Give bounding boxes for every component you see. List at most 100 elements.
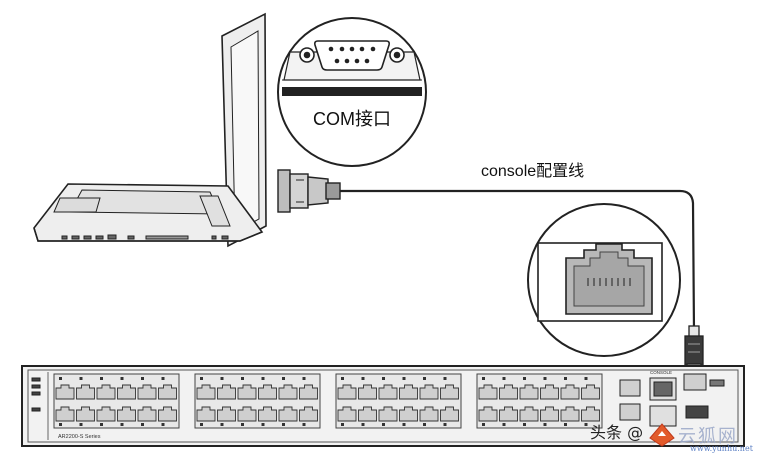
port-led: [341, 423, 344, 426]
port-led: [341, 377, 344, 380]
watermark-author: 头条 @: [590, 423, 643, 442]
port-led: [382, 423, 385, 426]
uplink-port: [619, 379, 641, 397]
switch-port-groups: [53, 373, 603, 429]
ethernet-port: [478, 384, 498, 400]
watermark-site-url: www.yunhu.net: [690, 444, 754, 453]
ethernet-port: [519, 384, 539, 400]
ethernet-port: [258, 384, 277, 400]
com-panel-edge: [282, 87, 422, 96]
ethernet-port: [117, 384, 136, 400]
ethernet-port: [237, 384, 257, 400]
ethernet-port: [478, 406, 498, 422]
port-led: [564, 423, 567, 426]
port-led: [141, 377, 144, 380]
ethernet-port: [278, 406, 298, 422]
port-led: [100, 423, 103, 426]
port-led: [161, 377, 165, 380]
port-led: [543, 377, 547, 380]
ethernet-port: [158, 384, 177, 400]
ethernet-port: [258, 406, 277, 422]
ethernet-port: [278, 384, 298, 400]
ethernet-port: [217, 384, 236, 400]
ethernet-port: [196, 406, 216, 422]
port-led: [282, 377, 285, 380]
rj45-port-icon: [537, 242, 663, 322]
ethernet-port: [499, 406, 518, 422]
ethernet-port: [299, 384, 318, 400]
ethernet-port: [399, 384, 418, 400]
ethernet-port: [55, 406, 75, 422]
com-port-icon: [299, 40, 405, 71]
ethernet-port: [158, 406, 177, 422]
port-led: [261, 377, 265, 380]
port-led: [161, 423, 165, 426]
port-led: [523, 423, 526, 426]
ethernet-port: [419, 384, 439, 400]
port-led: [423, 377, 426, 380]
port-led: [282, 423, 285, 426]
port-led: [241, 423, 244, 426]
ethernet-port: [337, 384, 357, 400]
ethernet-port: [299, 406, 318, 422]
switch-model-label: AR2200-S Series: [58, 434, 101, 440]
port-led: [79, 423, 83, 426]
port-led: [241, 377, 244, 380]
port-led: [200, 423, 203, 426]
port-led: [302, 377, 306, 380]
port-led: [502, 423, 506, 426]
ethernet-port: [440, 384, 459, 400]
com-port-label: COM接口: [313, 109, 391, 129]
ethernet-port: [540, 384, 559, 400]
port-led: [543, 423, 547, 426]
ethernet-port: [96, 406, 116, 422]
port-led: [584, 423, 588, 426]
port-led: [564, 377, 567, 380]
ethernet-port: [55, 384, 75, 400]
ethernet-port: [96, 384, 116, 400]
ethernet-port: [519, 406, 539, 422]
ethernet-port: [581, 384, 600, 400]
ethernet-port: [76, 406, 95, 422]
db9-connector: [277, 169, 341, 213]
laptop: [33, 12, 267, 248]
port-led: [220, 377, 224, 380]
ethernet-port: [581, 406, 600, 422]
port-led: [482, 423, 485, 426]
console-port-label: CONSOLE: [650, 370, 672, 375]
port-led: [120, 423, 124, 426]
ethernet-port: [499, 384, 518, 400]
ethernet-port: [560, 384, 580, 400]
port-led: [302, 423, 306, 426]
port-led: [443, 423, 447, 426]
console-port-magnifier: [527, 203, 681, 357]
ethernet-port: [137, 406, 157, 422]
ethernet-port: [76, 384, 95, 400]
port-led: [402, 377, 406, 380]
mgmt-port: [685, 405, 709, 419]
ethernet-port: [560, 406, 580, 422]
port-led: [59, 423, 62, 426]
ethernet-port: [337, 406, 357, 422]
watermark: 头条 @ 云狐网 www.yunhu.net: [590, 423, 754, 453]
port-led: [261, 423, 265, 426]
port-led: [382, 377, 385, 380]
console-port: [683, 373, 707, 391]
port-led: [443, 377, 447, 380]
port-led: [402, 423, 406, 426]
port-led: [220, 423, 224, 426]
ethernet-port: [440, 406, 459, 422]
com-port-magnifier: COM接口: [277, 17, 427, 167]
ethernet-port: [237, 406, 257, 422]
ethernet-port: [217, 406, 236, 422]
console-cable-label: console配置线: [481, 162, 584, 180]
ethernet-port: [378, 384, 398, 400]
port-led: [423, 423, 426, 426]
laptop-screen-panel: [230, 30, 260, 233]
ethernet-port: [196, 384, 216, 400]
port-led: [523, 377, 526, 380]
ethernet-port: [358, 384, 377, 400]
db9-shell: [289, 173, 309, 209]
